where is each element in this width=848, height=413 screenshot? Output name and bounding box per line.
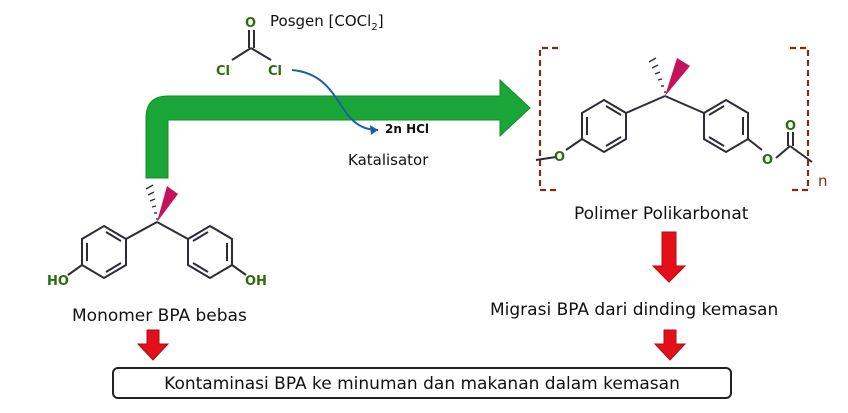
phosgene-chlorine-right: Cl: [268, 64, 282, 79]
result-label: Kontaminasi BPA ke minuman dan makanan d…: [164, 374, 680, 394]
polymer-oxygen-right: O: [762, 153, 773, 168]
monomer-label: Monomer BPA bebas: [72, 306, 247, 326]
red-arrow-monomer-to-result: [136, 329, 170, 361]
monomer-ho-label: HO: [47, 274, 69, 289]
repeat-unit-n: n: [818, 172, 828, 190]
result-box: Kontaminasi BPA ke minuman dan makanan d…: [112, 367, 732, 399]
phosgene-structure: [231, 30, 272, 61]
polymer-oxygen-carbonyl: O: [785, 119, 796, 134]
polymer-bold-wedge: [665, 58, 690, 96]
migration-label: Migrasi BPA dari dinding kemasan: [490, 300, 779, 320]
monomer-bold-wedge: [157, 186, 178, 222]
phosgene-subscript: 2: [371, 22, 378, 33]
phosgene-oxygen: O: [245, 16, 256, 31]
byproduct-label: 2n HCl: [385, 122, 430, 136]
polymer-oxygen-left: O: [554, 150, 565, 165]
phosgene-label: Posgen [COCl2]: [270, 12, 384, 33]
monomer-bpa-structure: [67, 221, 247, 280]
byproduct-curve-arrow: [291, 69, 379, 131]
green-process-arrow: [145, 78, 531, 179]
red-arrows: [136, 231, 687, 361]
monomer-oh-label: OH: [245, 274, 267, 289]
polymer-hash-wedge: [648, 57, 666, 93]
polymer-structure: [535, 95, 813, 163]
catalyst-label: Katalisator: [348, 151, 429, 169]
phosgene-chlorine-left: Cl: [216, 64, 230, 79]
red-arrow-migration-to-result: [653, 329, 687, 361]
red-arrow-polymer-to-migration: [651, 231, 687, 283]
byproduct-arrowhead: [370, 125, 378, 135]
polymer-label: Polimer Polikarbonat: [574, 204, 749, 224]
monomer-hash-wedge: [145, 184, 158, 220]
